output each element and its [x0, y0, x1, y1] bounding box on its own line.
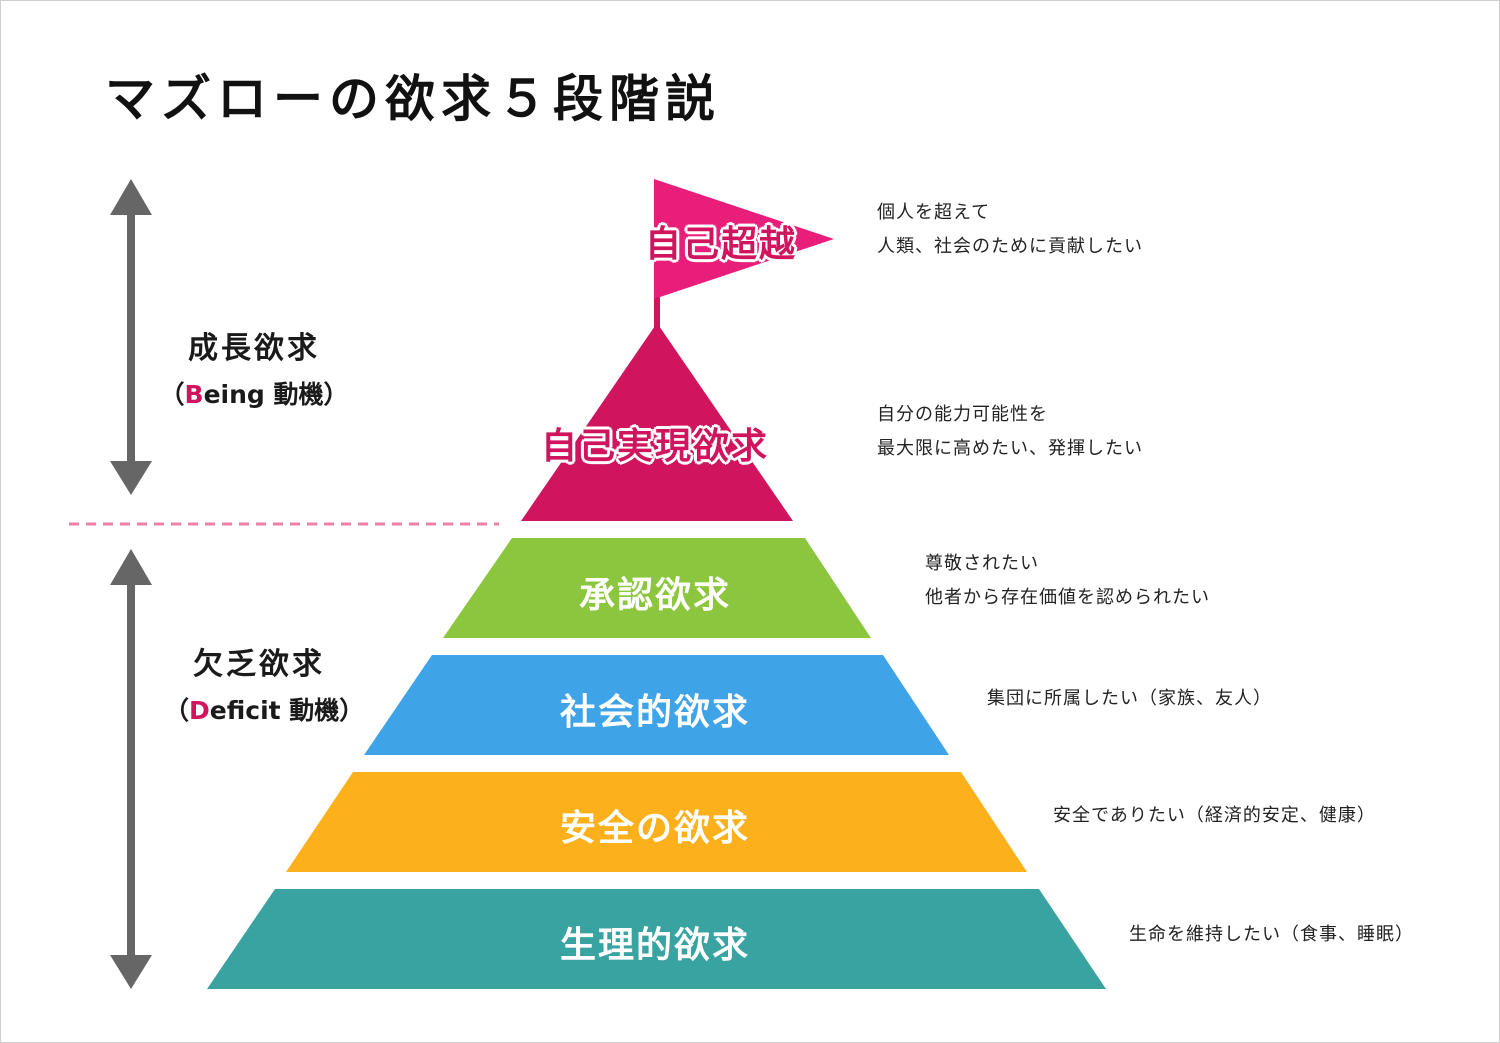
level-label-social: 社会的欲求 [559, 692, 750, 733]
layer-physiological [207, 889, 1106, 989]
desc-physiological: 生命を維持したい（食事、睡眠） [1129, 924, 1414, 945]
deficit-arrow-head-up [110, 549, 152, 585]
desc-social: 集団に所属したい（家族、友人） [987, 688, 1272, 709]
page-title: マズローの欲求５段階説 [105, 70, 721, 128]
deficit-needs-title: 欠乏欲求 [193, 647, 325, 682]
being-initial: B [184, 380, 204, 409]
desc-esteem: 尊敬されたい 他者から存在価値を認められたい [925, 553, 1210, 608]
growth-arrow-head-down [110, 461, 152, 495]
deficit-arrow-shaft [127, 583, 135, 957]
level-label-transcendence: 自己超越 [644, 224, 797, 265]
growth-needs-label: 成長欲求 （Being 動機） [159, 323, 349, 411]
desc-transcendence: 個人を超えて 人類、社会のために貢献したい [877, 202, 1143, 257]
growth-arrow [110, 179, 152, 495]
growth-needs-title: 成長欲求 [188, 331, 320, 366]
layer-social [364, 655, 949, 755]
deficit-arrow-head-down [110, 955, 152, 989]
level-label-physiological: 生理的欲求 [559, 925, 750, 966]
desc-actualization: 自分の能力可能性を 最大限に高めたい、発揮したい [877, 404, 1143, 459]
growth-arrow-head-up [110, 179, 152, 215]
flag-pole [654, 285, 660, 331]
level-label-safety: 安全の欲求 [559, 808, 750, 849]
deficit-motive-label: （Deficit 動機） [164, 696, 365, 725]
layer-esteem [443, 538, 871, 638]
deficit-arrow [110, 549, 152, 989]
being-motive-label: （Being 動機） [159, 380, 349, 409]
level-label-esteem: 承認欲求 [578, 575, 731, 616]
level-label-actualization: 自己実現欲求 [540, 426, 769, 467]
layer-safety [286, 772, 1027, 872]
growth-arrow-shaft [127, 213, 135, 463]
layer-actualization [521, 323, 793, 521]
deficit-needs-label: 欠乏欲求 （Deficit 動機） [164, 639, 365, 727]
desc-safety: 安全でありたい（経済的安定、健康） [1053, 805, 1376, 826]
deficit-initial: D [189, 696, 210, 725]
flag [654, 179, 834, 299]
